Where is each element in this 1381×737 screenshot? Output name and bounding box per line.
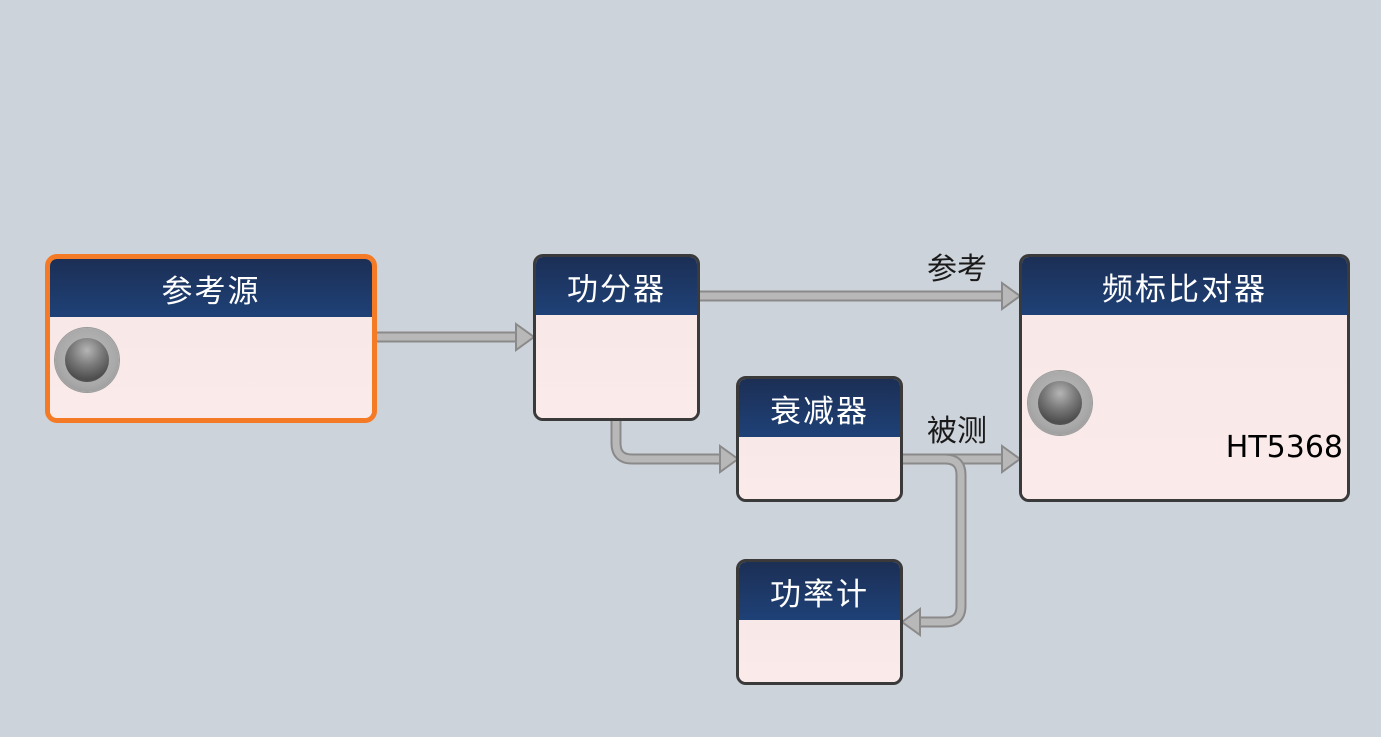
node-power-splitter[interactable]: 功分器 [533, 254, 700, 421]
wire-ref-to-splitter [377, 322, 536, 352]
edge-label-under-test: 被测 [927, 414, 987, 449]
wire-splitter-to-attenuator [610, 421, 740, 474]
node-attenuator[interactable]: 衰减器 [736, 376, 903, 502]
status-led-icon [55, 328, 119, 392]
node-reference-source[interactable]: 参考源 [45, 254, 377, 423]
node-body [739, 437, 900, 499]
node-body [739, 620, 900, 682]
node-title: 功分器 [536, 257, 697, 315]
node-power-meter[interactable]: 功率计 [736, 559, 903, 685]
edge-label-reference: 参考 [927, 252, 987, 287]
node-title: 参考源 [50, 259, 372, 317]
node-title: 衰减器 [739, 379, 900, 437]
device-model-label: HT5368 [1225, 430, 1343, 465]
node-title: 频标比对器 [1022, 257, 1347, 315]
node-body: HT5368 [1022, 315, 1347, 499]
status-led-icon [1028, 371, 1092, 435]
wire-attenuator-to-powermeter [900, 453, 967, 637]
wire-splitter-to-comparator [700, 281, 1022, 311]
node-body [50, 317, 372, 418]
node-frequency-comparator[interactable]: 频标比对器 HT5368 [1019, 254, 1350, 502]
node-body [536, 315, 697, 418]
node-title: 功率计 [739, 562, 900, 620]
